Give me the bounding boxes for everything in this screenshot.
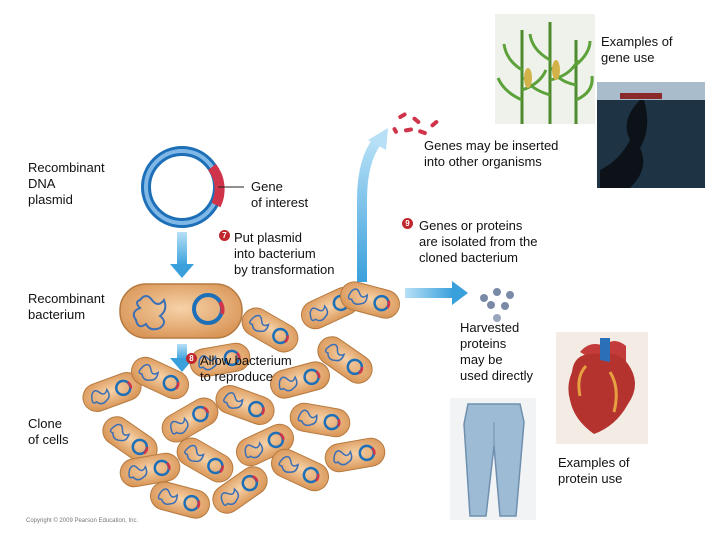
clone-cell bbox=[150, 481, 210, 519]
recombinant-bacterium-label: Recombinant bacterium bbox=[28, 291, 105, 322]
examples-gene-use-label: Examples of gene use bbox=[601, 34, 673, 65]
clone-cell bbox=[215, 385, 275, 425]
corn-plants-image bbox=[495, 14, 595, 124]
clone-cell bbox=[241, 307, 299, 353]
recombinant-bacterium-cell bbox=[119, 283, 243, 339]
gene-of-interest-label: Gene of interest bbox=[251, 179, 309, 210]
arrow-to-proteins bbox=[405, 281, 468, 305]
oil-spill-ocean-image bbox=[597, 82, 705, 188]
blue-jeans-image bbox=[450, 398, 536, 520]
clone-cell bbox=[119, 452, 181, 488]
clone-cell bbox=[189, 342, 251, 378]
step-9-badge: 9 bbox=[402, 218, 413, 229]
protein-molecules bbox=[480, 288, 514, 322]
clone-cell bbox=[270, 448, 330, 492]
step-7-label: Put plasmid into bacterium by transforma… bbox=[234, 230, 335, 277]
gene-fragments bbox=[392, 112, 439, 136]
examples-protein-use-label: Examples of protein use bbox=[558, 455, 630, 486]
recombinant-dna-plasmid-label: Recombinant DNA plasmid bbox=[28, 160, 105, 207]
clone-cell bbox=[317, 336, 373, 384]
clone-cell bbox=[176, 437, 234, 483]
harvested-proteins-label: Harvested proteins may be used directly bbox=[460, 320, 533, 383]
clone-cell bbox=[130, 356, 190, 400]
step-9-label: Genes or proteins are isolated from the … bbox=[419, 218, 538, 265]
heart-image bbox=[556, 332, 648, 444]
gene-insert bbox=[207, 163, 225, 208]
step-7-badge: 7 bbox=[219, 230, 230, 241]
clone-of-cells-label: Clone of cells bbox=[28, 416, 69, 447]
clone-cell bbox=[82, 372, 142, 412]
recombinant-plasmid bbox=[141, 146, 225, 228]
clone-cell bbox=[289, 402, 351, 438]
copyright-notice: Copyright © 2009 Pearson Education, Inc. bbox=[26, 518, 139, 524]
clone-of-cells bbox=[82, 281, 400, 519]
clone-cell bbox=[340, 281, 400, 319]
clone-cell bbox=[161, 397, 219, 443]
genes-inserted-label: Genes may be inserted into other organis… bbox=[424, 138, 559, 169]
step-8-label: Allow bacterium to reproduce bbox=[200, 353, 292, 384]
arrow-plasmid-to-bacterium bbox=[170, 232, 194, 278]
clone-cell bbox=[235, 423, 295, 467]
step-8-badge: 8 bbox=[186, 353, 197, 364]
clone-cell bbox=[270, 361, 330, 399]
clone-cell bbox=[212, 466, 268, 514]
arrow-to-other-organisms bbox=[357, 128, 388, 282]
clone-cell bbox=[324, 437, 386, 473]
